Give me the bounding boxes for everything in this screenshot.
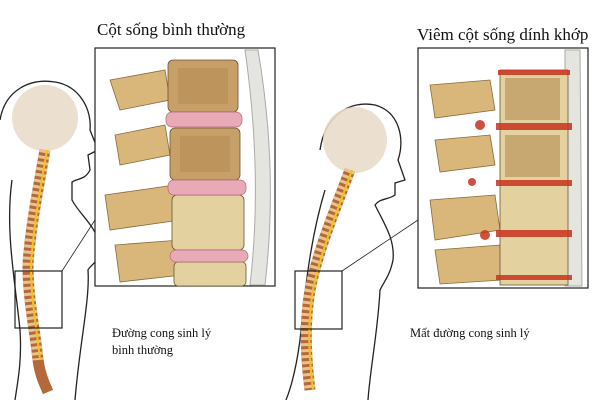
ankylosing-spine-panel [417, 47, 589, 289]
normal-region-box [14, 270, 63, 329]
normal-caption: Đường cong sinh lý bình thường [112, 325, 211, 359]
ankylosing-figure [285, 103, 419, 400]
ankylosing-region-box [294, 270, 343, 330]
normal-figure [0, 80, 102, 400]
normal-caption-line1: Đường cong sinh lý [112, 326, 212, 340]
ankylosing-caption: Mất đường cong sinh lý [410, 326, 530, 340]
ankylosing-spine-title: Viêm cột sống dính khớp [417, 25, 589, 44]
normal-spine-panel [94, 47, 276, 287]
normal-spine-title: Cột sống bình thường [97, 20, 246, 39]
normal-caption-line2: bình thường [112, 343, 173, 357]
